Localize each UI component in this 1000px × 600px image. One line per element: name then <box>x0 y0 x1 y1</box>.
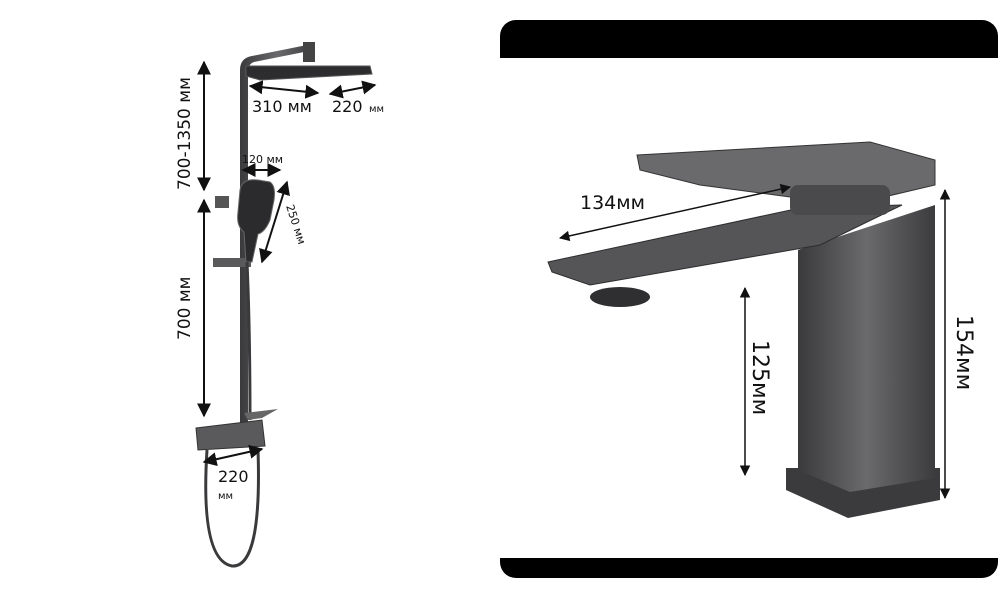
label-spout-height: 125мм <box>747 340 772 415</box>
slider-holder <box>213 258 251 267</box>
shower-hose <box>204 261 260 568</box>
label-head-depth: 220 <box>332 97 363 116</box>
label-hand-length: 250 мм <box>283 203 308 246</box>
label-mixer-width: 220 <box>218 467 249 486</box>
shower-pole <box>240 44 314 430</box>
label-spout-length: 134мм <box>580 192 645 214</box>
label-bar-height: 700 мм <box>175 276 195 340</box>
rain-shower-head <box>245 65 373 81</box>
head-connector <box>303 42 315 62</box>
aerator <box>590 287 650 307</box>
mixer-lever <box>244 409 278 420</box>
label-height-adjust: 700-1350 мм <box>175 77 195 190</box>
mixer-body <box>195 419 266 451</box>
faucet-body <box>798 205 935 492</box>
label-hand-width: 120 мм <box>242 153 283 166</box>
handle-cartridge <box>790 185 890 215</box>
label-head-width: 310 мм <box>252 97 312 116</box>
faucet-panel: 134мм 125мм 154мм <box>500 20 998 578</box>
label-total-height: 154мм <box>951 315 976 390</box>
label-head-depth-unit: мм <box>369 104 384 115</box>
label-mixer-width-unit: мм <box>218 491 233 502</box>
slider-bracket <box>215 196 229 208</box>
shower-system: 700-1350 мм 700 мм 310 мм 220 мм 120 мм … <box>175 42 384 568</box>
